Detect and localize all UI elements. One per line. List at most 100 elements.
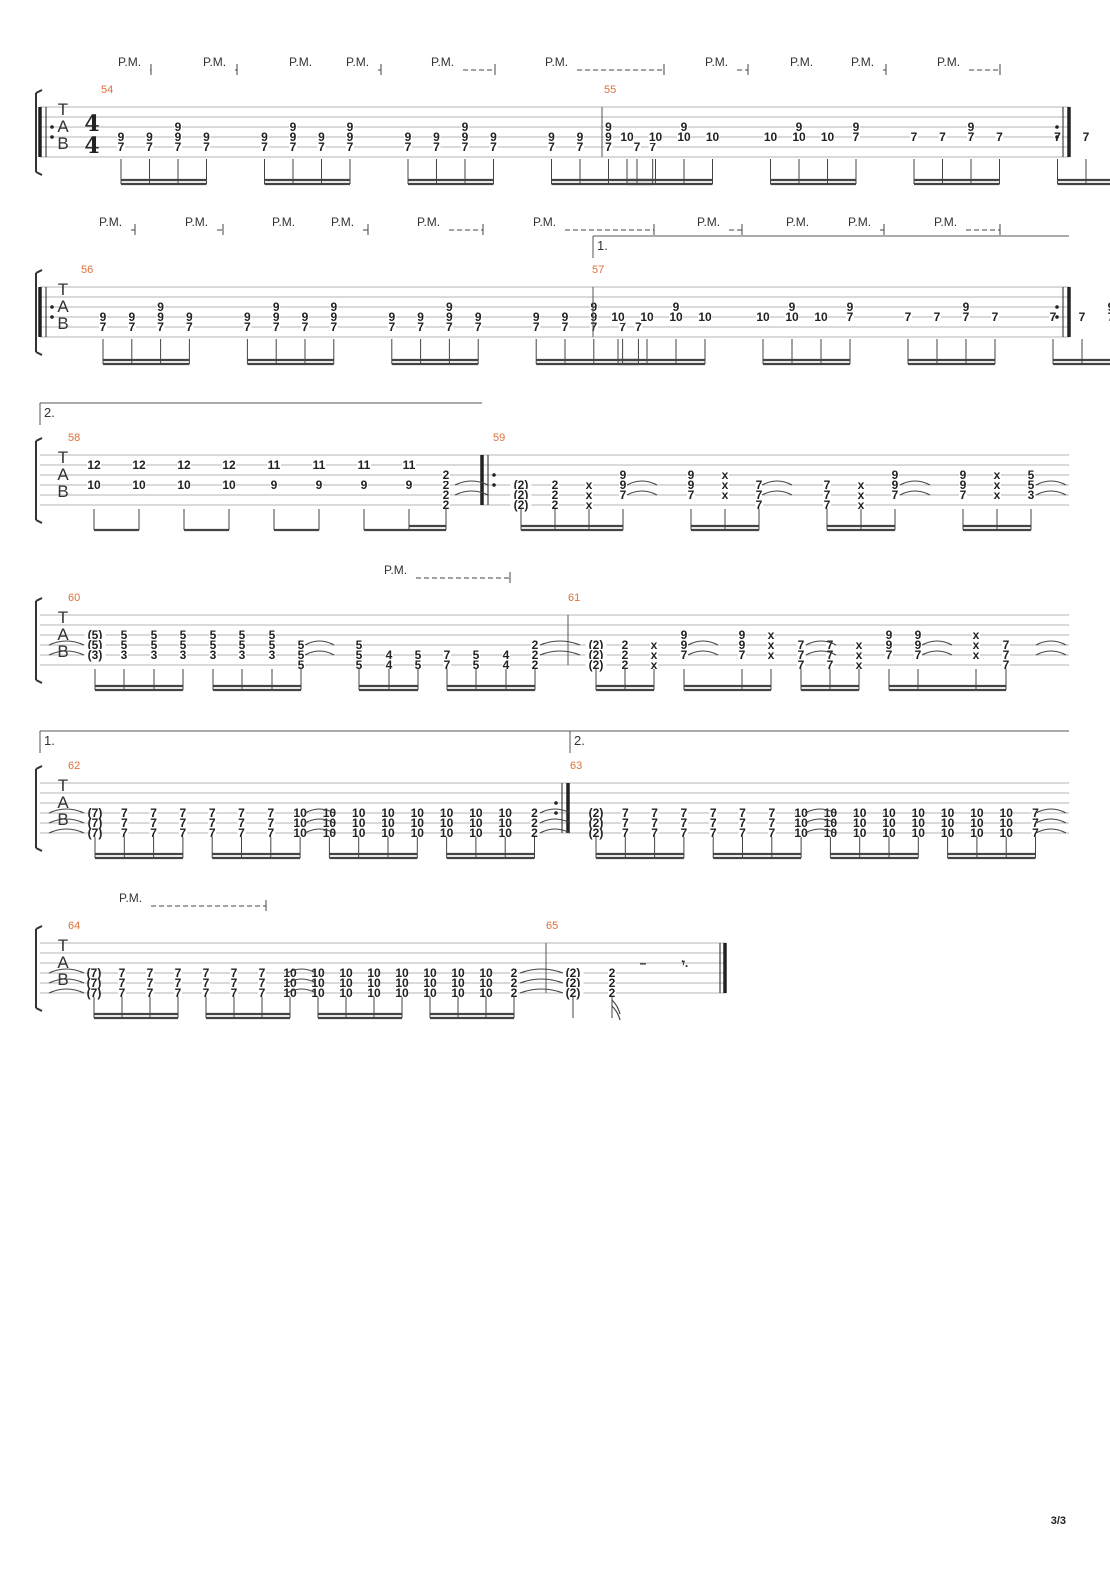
fret-knockout	[619, 489, 627, 501]
fret-number: 7	[128, 320, 135, 334]
repeat-dot	[50, 305, 54, 309]
fret-number: 10	[367, 976, 381, 990]
fret-knockout	[238, 649, 246, 661]
fret-knockout	[442, 807, 451, 819]
fret-knockout	[325, 827, 334, 839]
fret-knockout	[1107, 311, 1110, 323]
fret-knockout	[852, 131, 860, 143]
fret-number: 9	[960, 478, 967, 492]
fret-knockout	[687, 479, 695, 491]
fret-knockout	[354, 817, 363, 829]
fret-knockout	[959, 469, 967, 481]
fret-number: 10	[311, 966, 325, 980]
fret-knockout	[820, 131, 835, 143]
fret-number: 10	[1000, 816, 1014, 830]
fret-knockout	[238, 639, 246, 651]
fret-number: 3	[151, 648, 158, 662]
bar-number: 59	[493, 432, 505, 444]
fret-knockout	[329, 311, 338, 323]
fret-knockout	[962, 311, 970, 323]
fret-number: 7	[490, 140, 497, 154]
fret-number: 10	[706, 130, 720, 144]
palm-mute-label: P.M.	[786, 215, 809, 229]
palm-mute-label: P.M.	[289, 55, 312, 69]
fret-knockout	[127, 321, 136, 333]
fret-number: 9	[157, 300, 164, 314]
fret-knockout	[755, 499, 763, 511]
fret-number: 10	[941, 806, 955, 820]
fret-knockout	[826, 817, 835, 829]
fret-number: 10	[222, 478, 236, 492]
fret-number: 7	[798, 648, 805, 662]
fret-knockout	[1031, 817, 1040, 829]
fret-number: 5	[473, 658, 480, 672]
fret-knockout	[910, 131, 918, 143]
fret-number: 7	[180, 826, 187, 840]
fret-number: 10	[469, 816, 483, 830]
fret-number: 7	[238, 816, 245, 830]
fret-knockout	[846, 301, 854, 313]
tie	[519, 988, 564, 994]
tie	[539, 828, 571, 834]
bar-number: 62	[68, 760, 80, 772]
fret-knockout	[914, 827, 923, 839]
fret-knockout	[325, 817, 334, 829]
fret-knockout	[891, 469, 899, 481]
tie	[48, 978, 85, 984]
fret-knockout	[592, 817, 600, 829]
fret-number: 7	[1003, 648, 1010, 662]
fret-number: 7	[121, 826, 128, 840]
fret-knockout	[561, 321, 569, 333]
fret-number: x	[586, 488, 593, 502]
fret-knockout	[120, 629, 128, 641]
fret-knockout	[857, 479, 865, 491]
tie	[1035, 640, 1067, 646]
fret-number: 7	[533, 320, 540, 334]
fret-knockout	[146, 987, 154, 999]
fret-knockout	[202, 977, 210, 989]
fret-knockout	[413, 817, 422, 829]
bar-number: 54	[101, 84, 113, 96]
system-bracket	[35, 437, 43, 524]
palm-mute-label: P.M.	[431, 55, 454, 69]
fret-knockout	[943, 807, 952, 819]
fret-knockout	[442, 469, 450, 481]
fret-number: 7	[649, 140, 656, 154]
fret-number: 5	[1028, 468, 1035, 482]
fret-number: 7	[1050, 310, 1057, 324]
fret-number: 7	[739, 826, 746, 840]
fret-knockout	[943, 817, 952, 829]
volta-number: 1.	[44, 733, 55, 748]
fret-knockout	[738, 639, 746, 651]
tie	[626, 490, 658, 496]
fret-knockout	[443, 649, 451, 661]
fret-knockout	[179, 639, 187, 651]
fret-number: 7	[756, 488, 763, 502]
fret-knockout	[904, 311, 912, 323]
eighth-rest: 𝄾.	[681, 956, 689, 970]
fret-number: 9	[605, 130, 612, 144]
fret-knockout	[474, 321, 483, 333]
fret-number: 9	[796, 120, 803, 134]
fret-knockout	[317, 141, 326, 153]
tie	[921, 640, 953, 646]
fret-knockout	[404, 131, 412, 143]
fret-knockout	[342, 987, 350, 999]
palm-mute-label: P.M.	[705, 55, 728, 69]
fret-knockout	[510, 987, 518, 999]
fret-knockout	[648, 141, 657, 153]
fret-knockout	[442, 479, 450, 491]
fret-knockout	[959, 479, 967, 491]
fret-knockout	[611, 311, 625, 323]
fret-number: 7	[119, 976, 126, 990]
fret-number: 5	[298, 648, 305, 662]
fret-number: x	[973, 638, 980, 652]
fret-number: 7	[939, 130, 946, 144]
fret-knockout	[297, 649, 305, 661]
fret-knockout	[885, 629, 893, 641]
fret-knockout	[286, 967, 294, 979]
fret-number: 5	[415, 658, 422, 672]
tie	[804, 808, 836, 814]
fret-knockout	[501, 827, 510, 839]
fret-number: 10	[87, 478, 101, 492]
